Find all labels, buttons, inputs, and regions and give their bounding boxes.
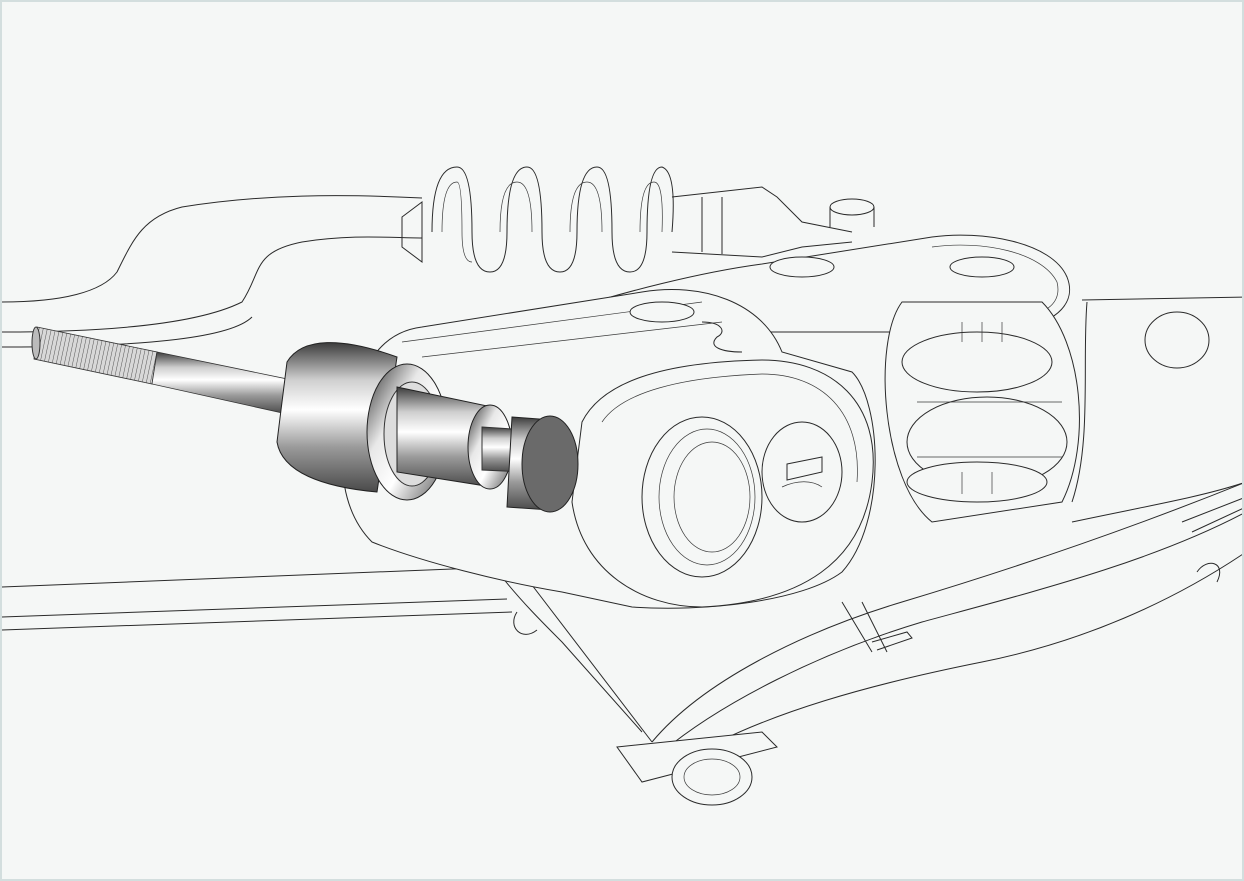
coil-spring <box>401 166 875 273</box>
rod-shank <box>151 351 293 415</box>
nut-sleeve <box>276 342 398 493</box>
arm-outline <box>2 195 1242 806</box>
end-cap <box>521 415 579 513</box>
bolt-assembly <box>31 326 579 513</box>
threaded-rod <box>33 326 158 385</box>
housing <box>341 289 876 609</box>
roller <box>884 301 1080 523</box>
